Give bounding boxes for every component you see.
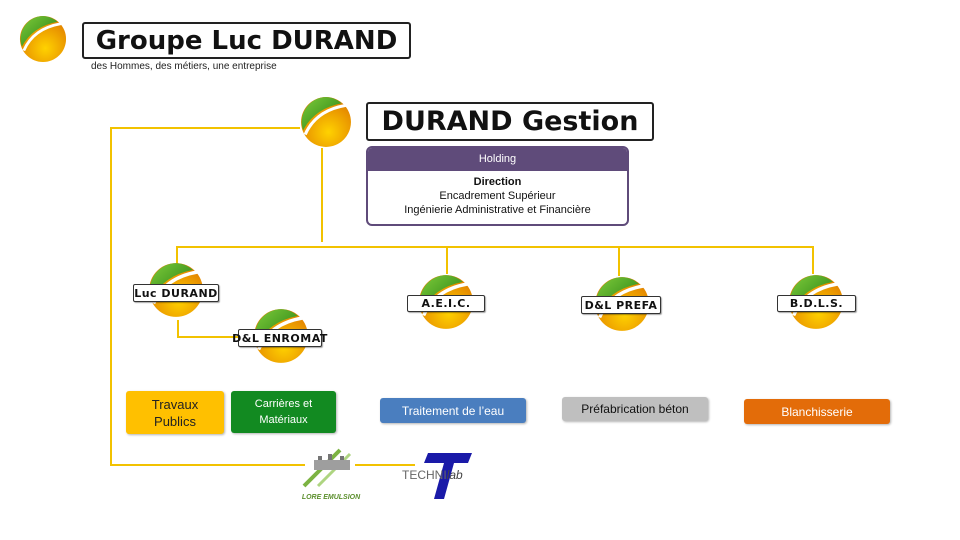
activity-travaux-publics: Travaux Publics: [126, 391, 224, 434]
group-logo-icon: [19, 15, 67, 63]
activity-eau-label: Traitement de l’eau: [401, 403, 505, 418]
activity-carrieres-label: Carrières et Matériaux: [254, 398, 313, 426]
connector-horizontal: [176, 246, 814, 248]
connector-top: [110, 127, 300, 129]
dl-enromat-label: D&L ENROMAT: [232, 329, 327, 347]
technilab-t-icon: [424, 453, 472, 499]
lore-emulsion-icon: [302, 448, 352, 488]
connector-bottom-b: [355, 464, 415, 466]
holding-title-text: DURAND Gestion: [381, 106, 639, 137]
lore-emulsion-logo: LORE EMULSION: [300, 448, 362, 501]
holding-line-encadrement: Encadrement Supérieur: [439, 190, 556, 202]
activity-travaux-label: Travaux Publics: [151, 396, 199, 429]
activity-carrieres: Carrières et Matériaux: [231, 391, 336, 433]
activity-blanch-label: Blanchisserie: [781, 404, 853, 419]
group-brand-title: Groupe Luc DURAND: [82, 22, 411, 59]
holding-logo-icon: [300, 96, 352, 148]
connector-drop-1: [176, 246, 178, 266]
aeic-label: A.E.I.C.: [407, 295, 485, 312]
holding-line-ingenierie: Ingénierie Administrative et Financière: [404, 204, 591, 216]
connector-left: [110, 127, 112, 464]
luc-durand-label: Luc DURAND: [133, 284, 219, 302]
connector-bottom-a: [110, 464, 305, 466]
group-tagline: des Hommes, des métiers, une entreprise: [91, 61, 277, 72]
activity-prefab-label: Préfabrication béton: [581, 402, 689, 416]
holding-header: Holding: [368, 148, 627, 171]
activity-traitement-eau: Traitement de l’eau: [380, 398, 526, 423]
technilab-suffix: lab: [446, 468, 463, 482]
holding-line-direction: Direction: [473, 176, 522, 188]
connector-drop-3: [618, 246, 620, 276]
bdls-label: B.D.L.S.: [777, 295, 856, 312]
holding-body: Direction Encadrement Supérieur Ingénier…: [368, 171, 627, 217]
connector-holding-down: [321, 148, 323, 242]
connector-sub-right: [177, 336, 253, 338]
technilab-logo: TECHNIlab: [402, 451, 482, 501]
activity-prefabrication: Préfabrication béton: [562, 397, 708, 421]
technilab-prefix: TECHNI: [402, 468, 447, 482]
lore-emulsion-text: LORE EMULSION: [301, 494, 361, 501]
activity-blanchisserie: Blanchisserie: [744, 399, 890, 424]
holding-title: DURAND Gestion: [366, 102, 654, 141]
connector-drop-4: [812, 246, 814, 274]
connector-drop-2: [446, 246, 448, 274]
connector-sub-down: [177, 320, 179, 337]
dl-prefa-label: D&L PREFA: [581, 296, 661, 314]
group-brand-text: Groupe Luc DURAND: [95, 25, 398, 56]
holding-box: Holding Direction Encadrement Supérieur …: [366, 146, 629, 226]
technilab-text: TECHNIlab: [402, 468, 463, 482]
